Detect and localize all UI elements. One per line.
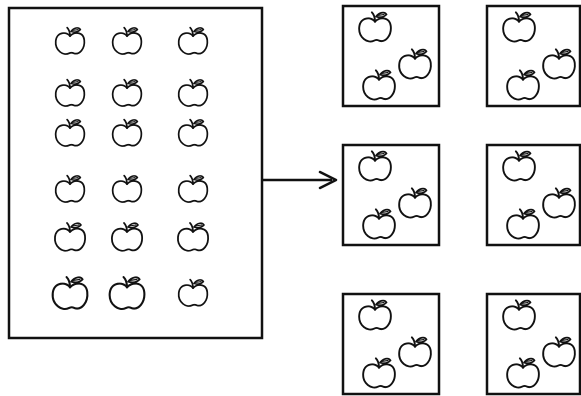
arrow-right-icon — [262, 170, 338, 190]
target-group-1 — [341, 4, 441, 108]
target-group-6 — [485, 292, 581, 396]
source-group-box — [7, 6, 264, 340]
target-groups — [341, 4, 581, 396]
target-group-2 — [485, 4, 581, 108]
source-group — [7, 6, 264, 340]
target-group-3 — [341, 143, 441, 247]
target-group-5 — [341, 292, 441, 396]
target-group-4 — [485, 143, 581, 247]
